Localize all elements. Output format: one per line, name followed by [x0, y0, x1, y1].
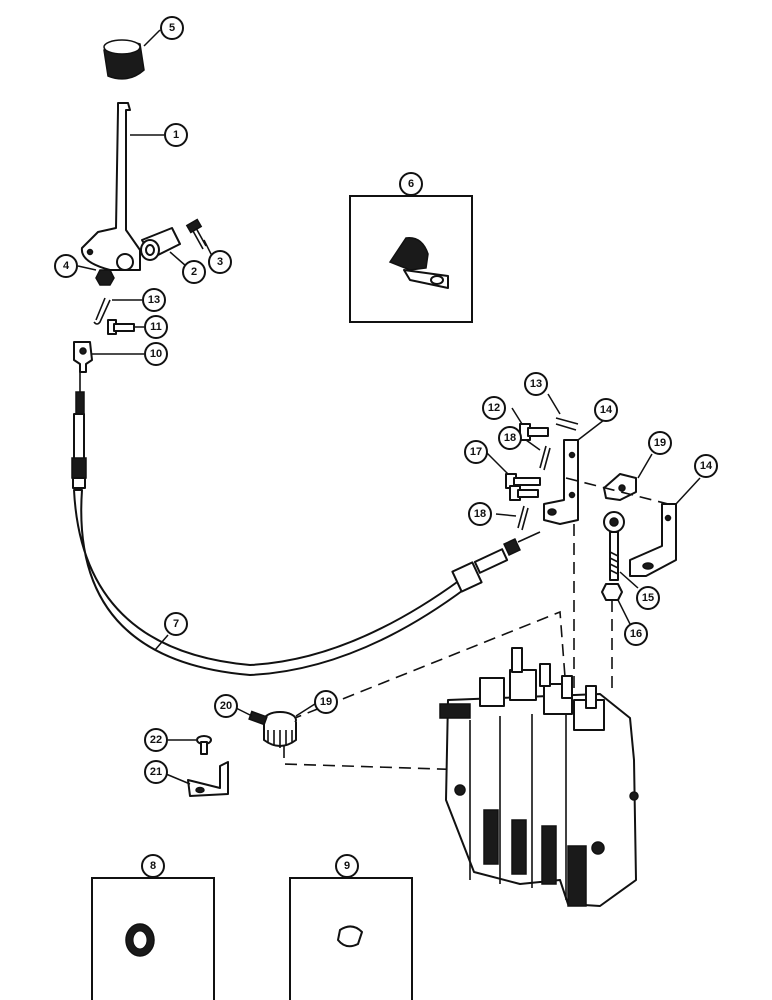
callout-14-left: 14: [594, 398, 618, 422]
callout-16: 16: [624, 622, 648, 646]
callout-label: 16: [630, 628, 642, 640]
callout-label: 18: [504, 432, 516, 444]
callout-19-top: 19: [648, 431, 672, 455]
callout-11: 11: [144, 315, 168, 339]
callout-18-bottom: 18: [468, 502, 492, 526]
callout-9: 9: [335, 854, 359, 878]
callout-label: 3: [217, 256, 223, 268]
callout-20: 20: [214, 694, 238, 718]
callout-label: 10: [150, 348, 162, 360]
clevis-part: [73, 341, 93, 373]
callout-5: 5: [160, 16, 184, 40]
callout-label: 21: [150, 766, 162, 778]
bolt-part: [185, 218, 207, 250]
callout-21: 21: [144, 760, 168, 784]
callout-label: 2: [191, 266, 197, 278]
inset-box-6: [349, 182, 473, 323]
callout-label: 12: [488, 402, 500, 414]
cotter-pin-18a-part: [539, 445, 551, 471]
callout-13-right: 13: [524, 372, 548, 396]
callout-label: 1: [173, 129, 179, 141]
callout-label: 18: [474, 508, 486, 520]
bracket-part-right: [629, 503, 677, 577]
callout-label: 19: [654, 437, 666, 449]
callout-label: 20: [220, 700, 232, 712]
callout-label: 13: [148, 294, 160, 306]
callout-4: 4: [54, 254, 78, 278]
callout-label: 6: [408, 178, 414, 190]
callout-17: 17: [464, 440, 488, 464]
callout-label: 9: [344, 860, 350, 872]
callout-label: 5: [169, 22, 175, 34]
bracket-part-left: [543, 439, 579, 525]
control-cable-part: [71, 372, 541, 676]
callout-label: 19: [320, 696, 332, 708]
cotter-pin-18b-part: [517, 505, 529, 531]
callout-12: 12: [482, 396, 506, 420]
guide-line-4: [289, 610, 567, 721]
callout-2: 2: [182, 260, 206, 284]
clevis-pin-part: [107, 319, 135, 335]
pin-17-part: [505, 473, 541, 501]
callout-1: 1: [164, 123, 188, 147]
knob-part: [103, 39, 145, 80]
control-lever-part: [80, 102, 141, 271]
pivot-part: [140, 227, 181, 261]
callout-22: 22: [144, 728, 168, 752]
callout-label: 14: [700, 460, 713, 472]
callout-label: 17: [470, 446, 482, 458]
inset-box-8: [91, 864, 215, 1000]
callout-label: 15: [642, 592, 654, 604]
callout-13-top: 13: [142, 288, 166, 312]
cotter-pin-part: [93, 297, 111, 325]
bracket-21-part: [187, 761, 229, 797]
callout-7: 7: [164, 612, 188, 636]
cotter-pin-13-part: [555, 417, 579, 431]
callout-6: 6: [399, 172, 423, 196]
nut-part: [95, 269, 115, 286]
callout-label: 22: [150, 734, 162, 746]
pin-12-part: [519, 423, 549, 441]
callout-label: 13: [530, 378, 542, 390]
inset-box-9: [289, 864, 413, 1000]
rod-end-part: [603, 511, 625, 581]
callout-label: 11: [150, 321, 162, 333]
clevis-19-part: [603, 473, 637, 501]
callout-8: 8: [141, 854, 165, 878]
set-screw-part: [248, 710, 268, 726]
callout-14-right: 14: [694, 454, 718, 478]
guide-line-5: [283, 746, 471, 771]
callout-18-top: 18: [498, 426, 522, 450]
callout-15: 15: [636, 586, 660, 610]
knob-19-part: [263, 711, 297, 748]
callout-label: 4: [63, 260, 70, 272]
callout-10: 10: [144, 342, 168, 366]
callout-label: 14: [600, 404, 613, 416]
callout-label: 7: [173, 618, 179, 630]
callout-19-bottom: 19: [314, 690, 338, 714]
control-valve-part: [439, 647, 639, 907]
callout-label: 8: [150, 860, 156, 872]
callout-3: 3: [208, 250, 232, 274]
screw-part: [196, 735, 212, 755]
nut-16-part: [601, 583, 623, 601]
